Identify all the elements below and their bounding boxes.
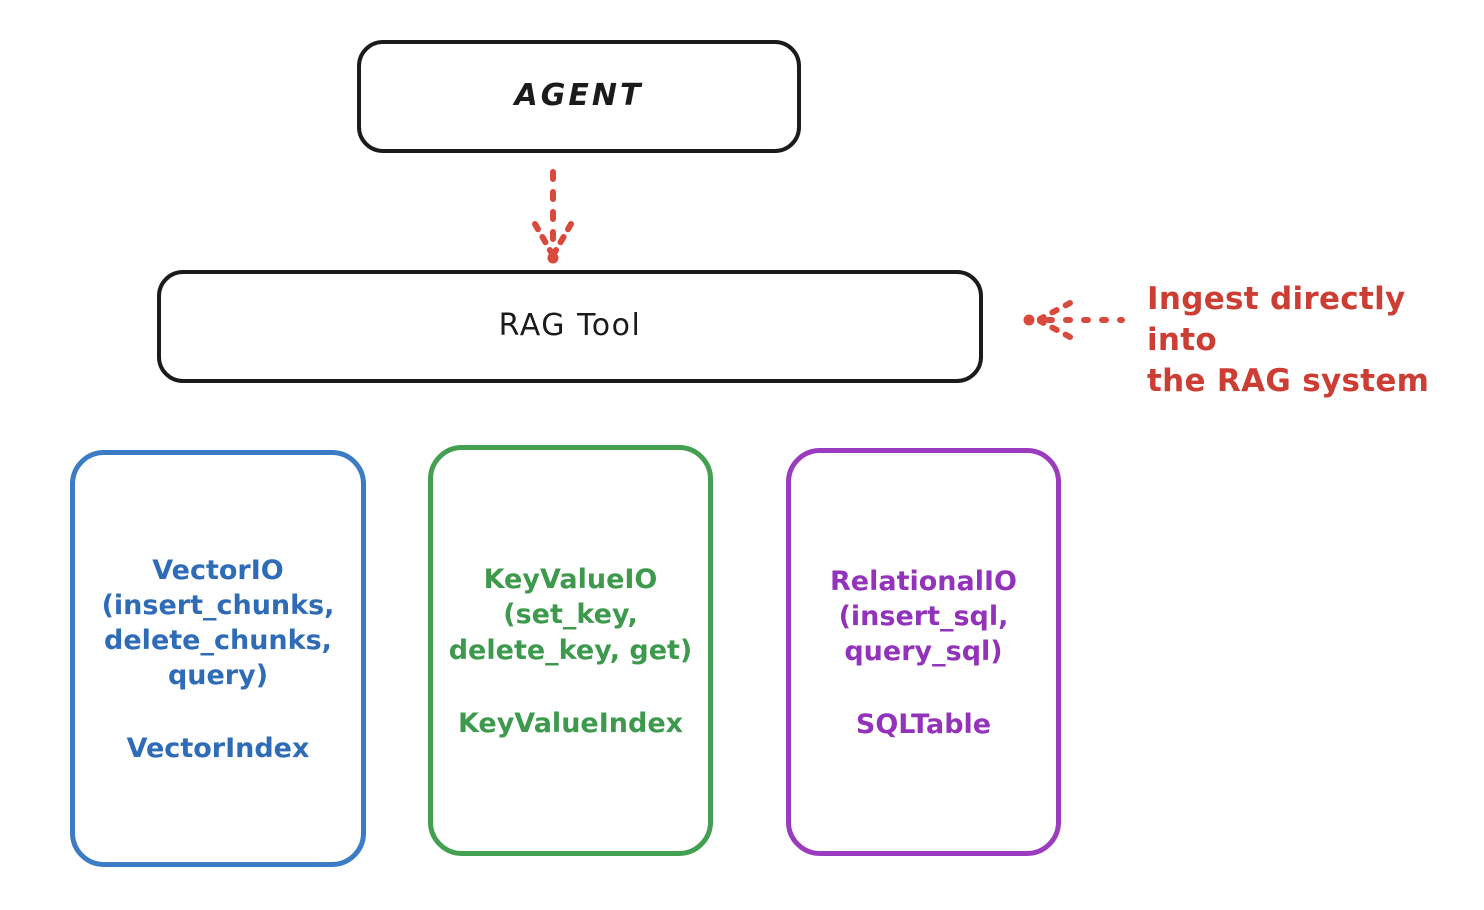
node-agent-label: AGENT — [514, 78, 644, 114]
connector-agent-to-rag-tool — [532, 169, 574, 264]
node-rag-tool-label: RAG Tool — [498, 308, 642, 344]
node-relational-io-sublabel: SQLTable — [855, 709, 992, 741]
node-key-value-io-sublabel: KeyValueIndex — [457, 707, 684, 739]
node-key-value-io-label: KeyValueIO (set_key, delete_key, get) — [448, 564, 693, 666]
connector-annotation-to-rag-tool — [1023, 300, 1125, 340]
annotation-ingest-directly: Ingest directly into the RAG system — [1147, 281, 1430, 400]
node-relational-io-label: RelationalIO (insert_sql, query_sql) — [830, 565, 1017, 668]
node-agent[interactable]: AGENT — [357, 40, 801, 153]
node-vector-io-sublabel: VectorIndex — [126, 733, 310, 765]
node-rag-tool[interactable]: RAG Tool — [157, 270, 983, 383]
node-vector-io-label: VectorIO (insert_chunks, delete_chunks, … — [101, 554, 335, 692]
node-vector-io[interactable]: VectorIO (insert_chunks, delete_chunks, … — [70, 450, 366, 867]
node-key-value-io[interactable]: KeyValueIO (set_key, delete_key, get) Ke… — [428, 445, 713, 856]
node-relational-io[interactable]: RelationalIO (insert_sql, query_sql) SQL… — [786, 448, 1061, 856]
